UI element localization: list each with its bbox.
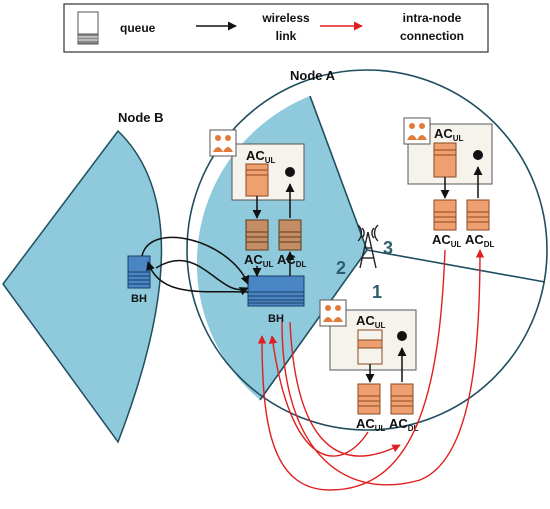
node-b-label: Node B [118,110,164,125]
intranode-bh-to-s3-dl [281,249,485,486]
node-b-sector [2,129,163,444]
ac-dl-s3: ACDL [465,232,495,249]
legend: queue wireless link intra-node connectio… [63,3,489,53]
wireless-link-b-to-a [141,236,250,285]
users-group-icon [209,129,237,157]
ac-group-sector-3: ACUL ACUL ACDL [403,117,495,249]
ue-dot-icon [285,167,295,177]
legend-wireless-label-2: link [276,29,297,43]
ac-ul-ue-2: ACUL [246,148,276,165]
bh-queue-node-b [127,255,151,289]
intranode-bh-to-s1-dl [289,321,401,457]
bh-queue-node-a [247,275,305,307]
sector-number-3: 3 [383,238,393,258]
wireless-link-b-loop [155,259,249,296]
ac-group-sector-1: ACUL ACUL ACDL [319,299,419,433]
antenna-tower-icon [357,224,379,269]
sector-number-1: 1 [372,282,382,302]
legend-queue-label: queue [120,21,156,35]
ue-dot-icon [473,150,483,160]
legend-intranode-label-1: intra-node [403,11,462,25]
node-a-circle [186,69,548,431]
node-a-label: Node A [290,68,336,83]
intranode-connections [257,249,485,491]
sector-boundary-a [309,95,368,251]
legend-queue-icon [77,11,99,45]
intranode-s3-ul-to-bh [257,249,446,491]
legend-wireless-label-1: wireless [261,11,310,25]
ac-ul-s2: ACUL [244,252,274,269]
users-group-icon [319,299,347,327]
legend-box [63,3,489,53]
ac-dl-s1: ACDL [389,416,419,433]
ac-ul-s1: ACUL [356,416,386,433]
bh-label-node-b: BH [131,293,147,305]
sector-boundary-c [259,249,368,401]
sector-number-2: 2 [336,258,346,278]
legend-intranode-label-2: connection [400,29,464,43]
ac-group-sector-2: ACUL ACUL ACDL [209,129,307,269]
ac-ul-ue-3: ACUL [434,126,464,143]
intranode-s1-ul-to-bh [268,335,369,457]
ue-dot-icon [397,331,407,341]
ac-ul-s3: ACUL [432,232,462,249]
bh-label-node-a: BH [268,313,284,325]
sector-boundary-b [366,249,546,283]
users-group-icon [403,117,431,145]
ac-ul-ue-1: ACUL [356,313,386,330]
wireless-link-a-to-b [146,261,249,293]
